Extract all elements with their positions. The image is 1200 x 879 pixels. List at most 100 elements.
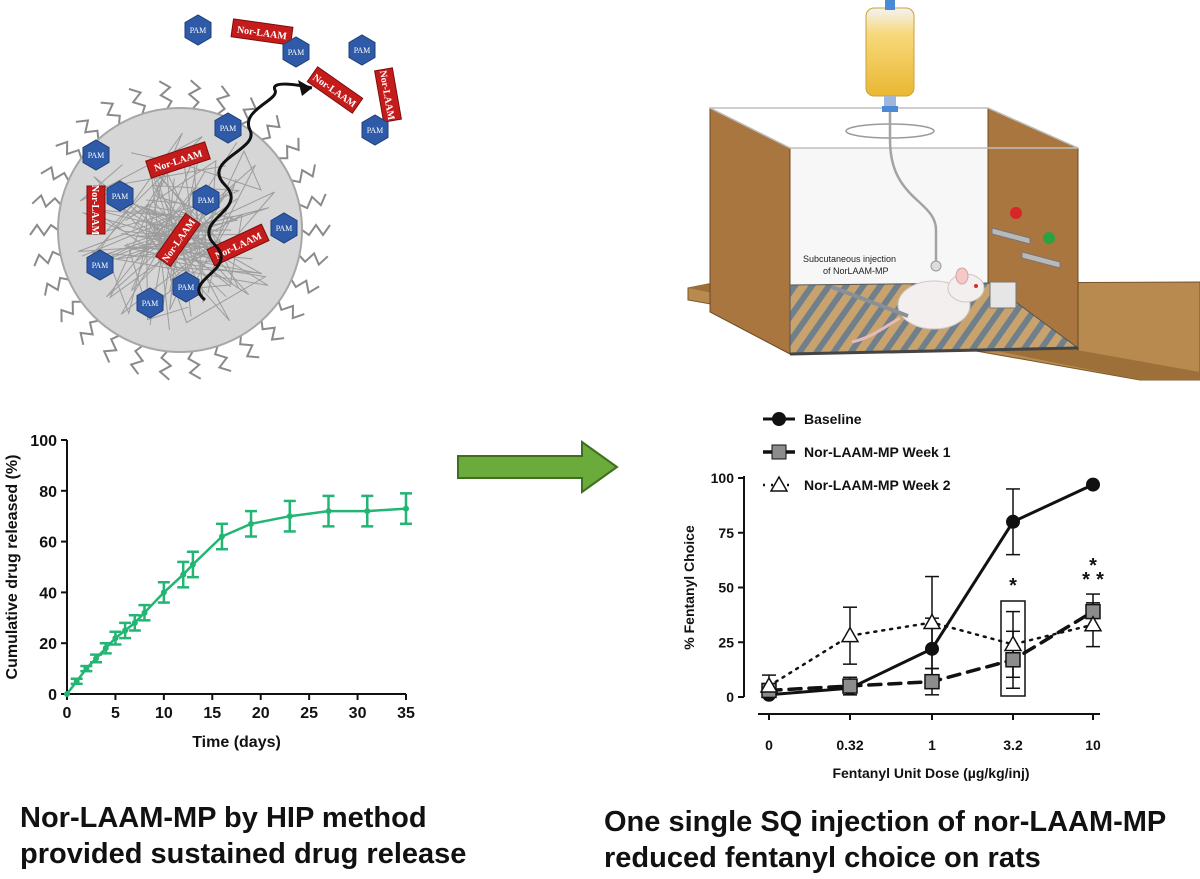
release-point (64, 691, 70, 697)
release-x-tick-label: 5 (111, 705, 120, 722)
release-arrow (197, 82, 313, 302)
choice-y-tick-label: 100 (711, 470, 735, 486)
release-y-tick-label: 60 (39, 535, 57, 552)
peg-chain (40, 165, 70, 181)
choice-y-axis-label: % Fentanyl Choice (681, 525, 697, 650)
peg-chain (100, 101, 121, 125)
peg-chain (301, 223, 331, 237)
release-y-axis-label: Cumulative drug released (%) (4, 455, 21, 680)
peg-chain (102, 334, 120, 363)
choice-point-week2 (1003, 634, 1023, 652)
pam-label: PAM (190, 26, 207, 35)
norlaam-group: Nor-LAAM (374, 67, 402, 123)
release-x-tick-label: 30 (349, 705, 367, 722)
peg-chain (261, 114, 281, 141)
release-point (218, 533, 225, 540)
legend-marker-week2 (769, 475, 789, 492)
pam-hexagon (172, 271, 200, 303)
pam-group: PAM (192, 184, 220, 216)
peg-chain (79, 319, 99, 346)
pam-group: PAM (270, 212, 298, 244)
release-x-axis-label: Time (days) (192, 734, 281, 751)
pam-group: PAM (136, 287, 164, 319)
pam-label: PAM (178, 283, 195, 292)
peg-chain (187, 350, 202, 380)
choice-series-line (767, 483, 1095, 697)
pam-label: PAM (220, 124, 237, 133)
peg-chain (298, 251, 329, 267)
iv-bag (865, 7, 915, 97)
choice-y-tick-label: 0 (726, 689, 734, 705)
release-point (189, 561, 196, 568)
green-transition-arrow (457, 440, 619, 494)
release-y-tick-label: 0 (48, 687, 57, 704)
peg-chain (55, 140, 83, 159)
pam-hexagon (270, 212, 298, 244)
pam-label: PAM (112, 192, 129, 201)
right-caption-line2: reduced fentanyl choice on rats (604, 842, 1041, 874)
pam-group: PAM (82, 139, 110, 171)
release-point (112, 635, 119, 642)
norlaam-group: Nor-LAAM (306, 66, 364, 114)
pam-label: PAM (354, 46, 371, 55)
norlaam-bar (155, 212, 201, 268)
highlight-box (1000, 600, 1026, 697)
chamber-back-wall (789, 147, 989, 289)
release-point (325, 508, 332, 515)
choice-point-week2 (922, 613, 942, 630)
peg-chain (128, 87, 147, 115)
chamber-left-wall (709, 107, 791, 355)
peg-chain (29, 223, 59, 237)
peg-chains (29, 79, 331, 381)
pam-label: PAM (92, 261, 109, 270)
release-arrowhead (298, 80, 312, 96)
legend-marker-week1 (771, 444, 787, 460)
peg-chain (158, 350, 173, 381)
release-point (93, 655, 100, 662)
operant-chamber-illustration: Subcutaneous injection of NorLAAM-MP (687, 0, 1200, 381)
pam-group: PAM (184, 14, 212, 46)
release-point (73, 678, 80, 685)
pam-group: PAM (172, 271, 200, 303)
choice-point-baseline (1006, 514, 1020, 529)
pam-hexagon (192, 184, 220, 216)
norlaam-bar (374, 67, 402, 123)
peg-chain (129, 345, 145, 375)
pam-label: PAM (142, 299, 159, 308)
release-x-tick-label: 10 (155, 705, 173, 722)
left-caption-line2: provided sustained drug release (20, 838, 467, 870)
significance-star: * (1089, 555, 1097, 577)
release-y-tick-label: 40 (39, 585, 57, 602)
pam-hexagon (86, 249, 114, 281)
legend-label: Nor-LAAM-MP Week 1 (804, 444, 951, 460)
pam-label: PAM (288, 48, 305, 57)
choice-point-week1 (1005, 652, 1021, 668)
green-cue-light (1043, 232, 1055, 244)
legend-marker-baseline (772, 412, 786, 426)
pam-group: PAM (86, 249, 114, 281)
pam-hexagon (136, 287, 164, 319)
pam-group: PAM (282, 36, 310, 68)
norlaam-bar (306, 66, 364, 114)
norlaam-group: Nor-LAAM (230, 18, 294, 46)
pam-hexagon (82, 139, 110, 171)
release-point (83, 665, 90, 672)
pam-group: PAM (106, 180, 134, 212)
lever-2 (1021, 251, 1061, 269)
pam-label: PAM (276, 224, 293, 233)
peg-chain (31, 193, 62, 209)
pam-group: PAM (214, 112, 242, 144)
pam-group: PAM (348, 34, 376, 66)
release-point (131, 619, 138, 626)
significance-star: * (1082, 569, 1090, 591)
peg-chain (291, 164, 316, 184)
peg-chain (158, 80, 173, 110)
rat (851, 267, 985, 344)
release-point (102, 645, 109, 652)
polymer-strand (82, 212, 212, 251)
